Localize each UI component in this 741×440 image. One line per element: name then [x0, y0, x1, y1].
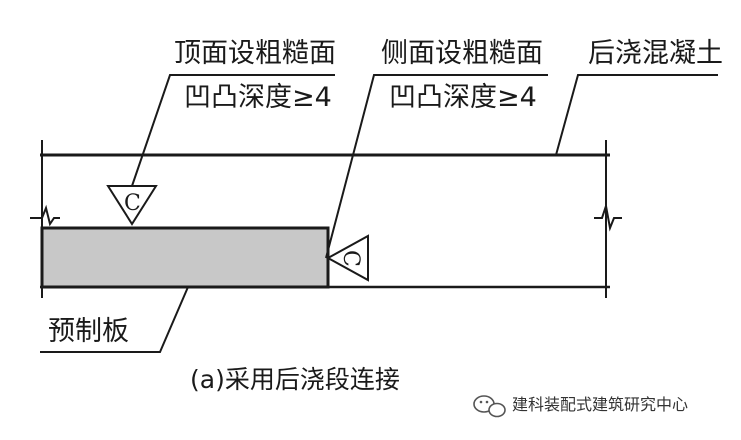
side-roughness-mark: C [338, 250, 363, 267]
wechat-icon [473, 395, 506, 418]
side-roughness-label-line2: 凹凸深度≥4 [389, 82, 537, 113]
right-break-mark [594, 205, 622, 232]
left-break-mark [30, 204, 60, 227]
side-roughness-leader [325, 74, 548, 259]
precast-label: 预制板 [48, 316, 129, 347]
side-roughness-symbol [325, 234, 369, 282]
figure-caption: (a)采用后浇段连接 [190, 365, 400, 394]
watermark-text: 建科装配式建筑研究中心 [512, 395, 688, 414]
top-roughness-label-line1: 顶面设粗糙面 [174, 38, 336, 69]
precast-slab [40, 226, 330, 289]
top-roughness-label-line2: 凹凸深度≥4 [184, 82, 332, 113]
top-roughness-leader [131, 74, 335, 187]
post-cast-leader [555, 74, 718, 156]
post-cast-label: 后浇混凝土 [588, 38, 723, 69]
side-roughness-label-line1: 侧面设粗糙面 [381, 38, 543, 69]
top-roughness-mark: C [124, 191, 141, 216]
precast-leader [40, 286, 189, 353]
